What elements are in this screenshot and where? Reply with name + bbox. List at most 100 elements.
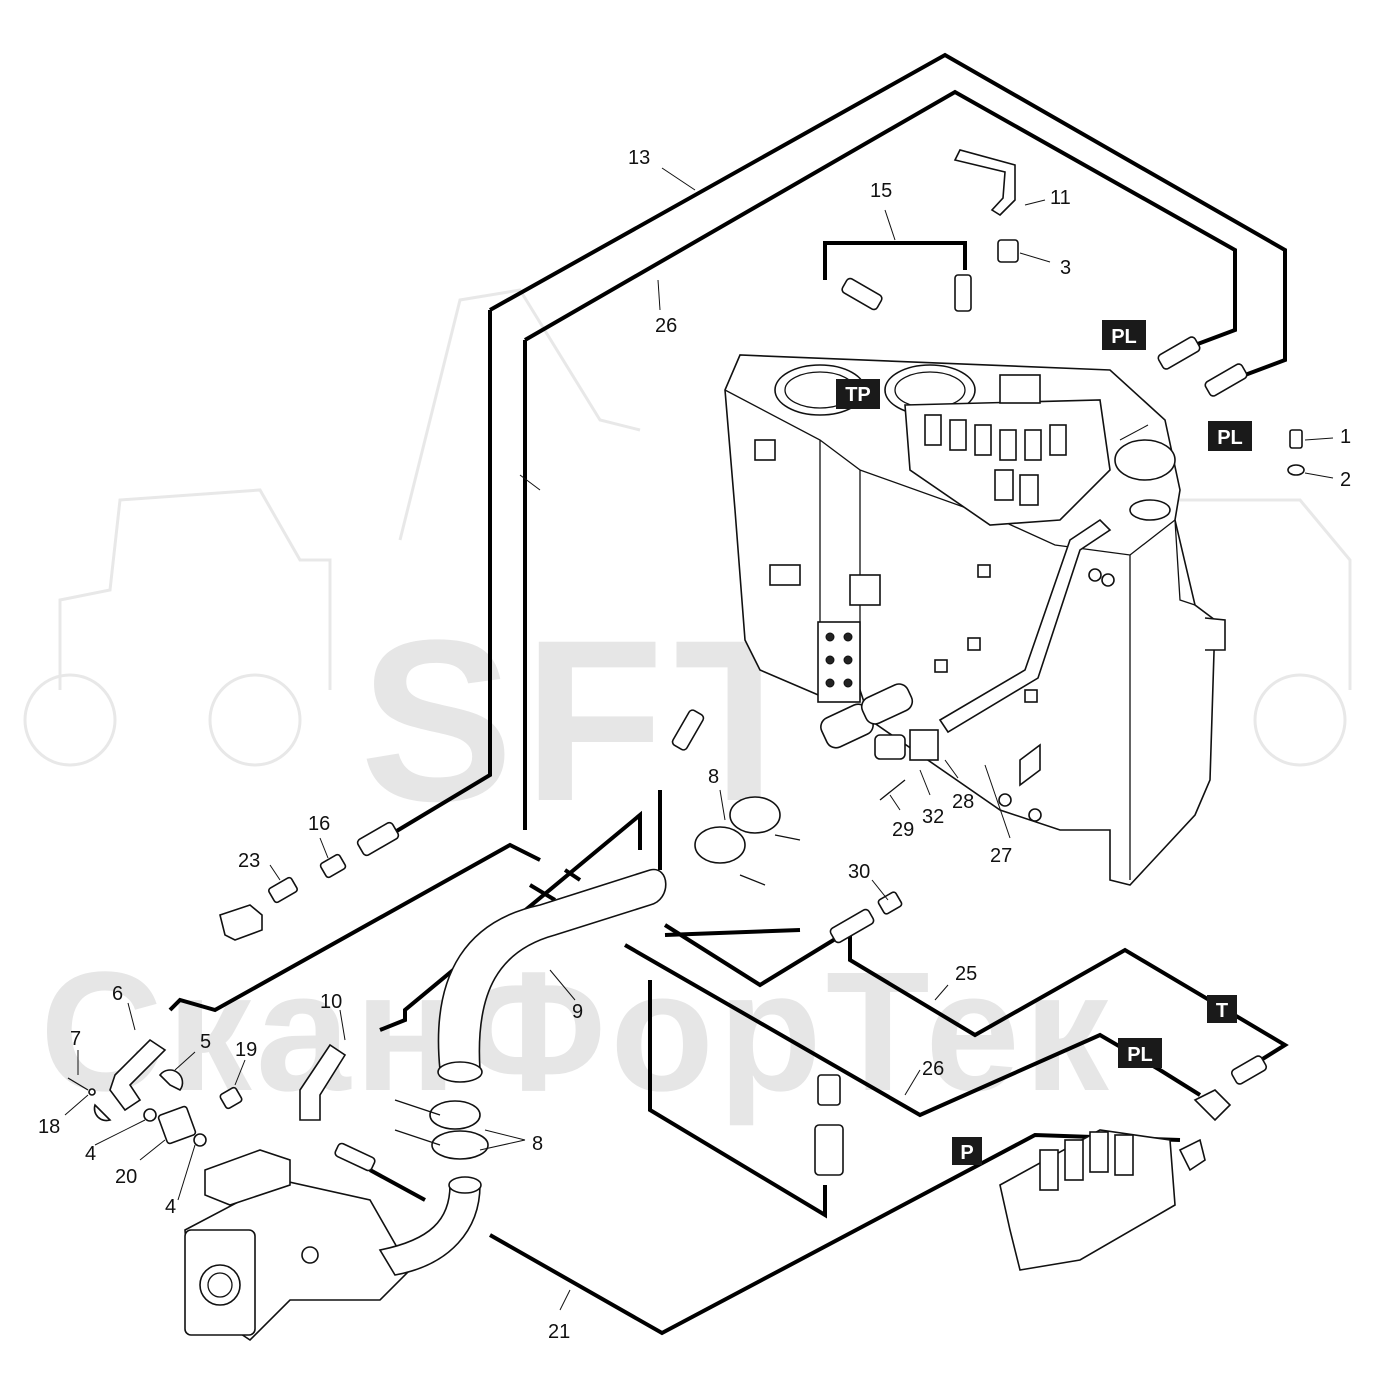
elbow-fitting	[219, 904, 263, 941]
line-10-pipe	[379, 810, 642, 1032]
oring-4b	[193, 1133, 207, 1147]
svg-text:P: P	[960, 1142, 973, 1164]
fitting-23	[268, 876, 298, 904]
callout-labels: 1 2 3 4 4 5 6 7 8 8 9 10 11 13 15 16 18 …	[38, 147, 1351, 1343]
leader-lines	[64, 167, 1334, 1311]
tag-pl-1: PL	[1102, 320, 1146, 350]
fitting-30	[877, 891, 903, 915]
callout-6: 6	[112, 983, 123, 1005]
return-pipe-27	[820, 518, 1112, 801]
watermark-machine-outline	[23, 288, 1352, 767]
fitting-3	[997, 239, 1019, 263]
hose-end-t	[1230, 1055, 1268, 1085]
callout-23: 23	[238, 850, 260, 872]
sensor-box	[849, 574, 881, 606]
frame-right-panel	[1129, 519, 1196, 880]
callout-18: 18	[38, 1116, 60, 1138]
port-tags: TP PL PL PL T P	[836, 320, 1252, 1165]
lower-right-valve	[999, 1055, 1268, 1271]
callout-19: 19	[235, 1039, 257, 1061]
callout-3: 3	[1060, 257, 1071, 279]
callout-27: 27	[990, 845, 1012, 867]
tag-p: P	[952, 1137, 982, 1165]
watermark-company: СканФорТек	[40, 937, 1113, 1127]
elbow-pl	[1193, 1089, 1232, 1122]
flange-20	[157, 1105, 197, 1145]
elbow-p	[1178, 1138, 1206, 1172]
washer-18	[88, 1088, 96, 1096]
line-26-upper	[524, 89, 1237, 347]
line-13-lower	[388, 310, 492, 837]
pump-shaft	[199, 1264, 241, 1306]
port-ring-4	[1129, 499, 1171, 521]
tag-t: T	[1207, 995, 1237, 1023]
line-6-pipe	[168, 842, 541, 1013]
clamp-8c	[429, 1100, 481, 1130]
line-25	[663, 923, 1289, 1072]
fitting-19	[219, 1086, 243, 1110]
callout-16: 16	[308, 813, 330, 835]
svg-text:TP: TP	[845, 384, 871, 406]
svg-text:PL: PL	[1127, 1044, 1153, 1066]
fitting-lower	[817, 1074, 841, 1106]
callout-4b: 4	[165, 1196, 176, 1218]
callout-26a: 26	[655, 315, 677, 337]
hose-end-15b	[954, 274, 972, 312]
callout-26b: 26	[922, 1058, 944, 1080]
hose-end-upper-10	[671, 709, 705, 751]
callout-7: 7	[70, 1028, 81, 1050]
callout-8a: 8	[708, 766, 719, 788]
callout-9: 9	[572, 1001, 583, 1023]
left-fittings	[219, 821, 400, 941]
line-seg-a	[563, 868, 582, 882]
handle	[1204, 617, 1226, 651]
tube-fitting-2	[860, 683, 914, 725]
callout-10: 10	[320, 991, 342, 1013]
pump-assembly	[67, 1038, 482, 1342]
clamp-8d	[431, 1130, 489, 1160]
suction-elbow	[378, 1184, 481, 1276]
tank-frame-assembly	[724, 354, 1226, 886]
clamp-8b	[729, 796, 781, 834]
fitting-16	[319, 853, 347, 879]
bolt-1	[1289, 429, 1303, 449]
hose-6	[109, 1038, 167, 1112]
svg-text:PL: PL	[1217, 427, 1243, 449]
hose-end-30	[829, 908, 875, 944]
suction-hose-group	[394, 796, 801, 1160]
valve-body	[999, 1129, 1176, 1271]
callout-32: 32	[922, 806, 944, 828]
bolt-7	[67, 1077, 89, 1091]
hose-end-15a	[841, 277, 883, 311]
washer-2	[1287, 464, 1305, 476]
hose-end-lower	[814, 1124, 844, 1176]
callout-21: 21	[548, 1321, 570, 1343]
callout-2: 2	[1340, 469, 1351, 491]
hose-9-end	[437, 1061, 483, 1083]
hose-end-pl2	[1204, 363, 1248, 397]
svg-text:T: T	[1216, 1000, 1228, 1022]
hose-end-13	[356, 821, 400, 857]
pump-control	[204, 1149, 291, 1206]
callout-28: 28	[952, 791, 974, 813]
center-fittings	[671, 709, 903, 1176]
callout-1: 1	[1340, 426, 1351, 448]
line-seg-b	[528, 883, 557, 902]
line-15-top	[823, 241, 967, 280]
callout-11: 11	[1050, 187, 1071, 209]
clamp-5	[158, 1069, 184, 1092]
tag-pl-3: PL	[1118, 1038, 1162, 1068]
callout-30: 30	[848, 861, 870, 883]
callout-20: 20	[115, 1166, 137, 1188]
callout-25: 25	[955, 963, 977, 985]
port-ring-3	[1114, 439, 1176, 481]
hose-11	[953, 149, 1016, 217]
hose-end-to-pump	[334, 1142, 376, 1172]
pipe-27	[938, 518, 1112, 734]
clamp-5b	[93, 1103, 112, 1122]
elbow-10	[299, 1043, 347, 1121]
port-plate	[817, 621, 861, 703]
hose-9	[437, 868, 667, 1071]
line-13	[489, 52, 1287, 377]
fitting-28	[909, 729, 939, 761]
